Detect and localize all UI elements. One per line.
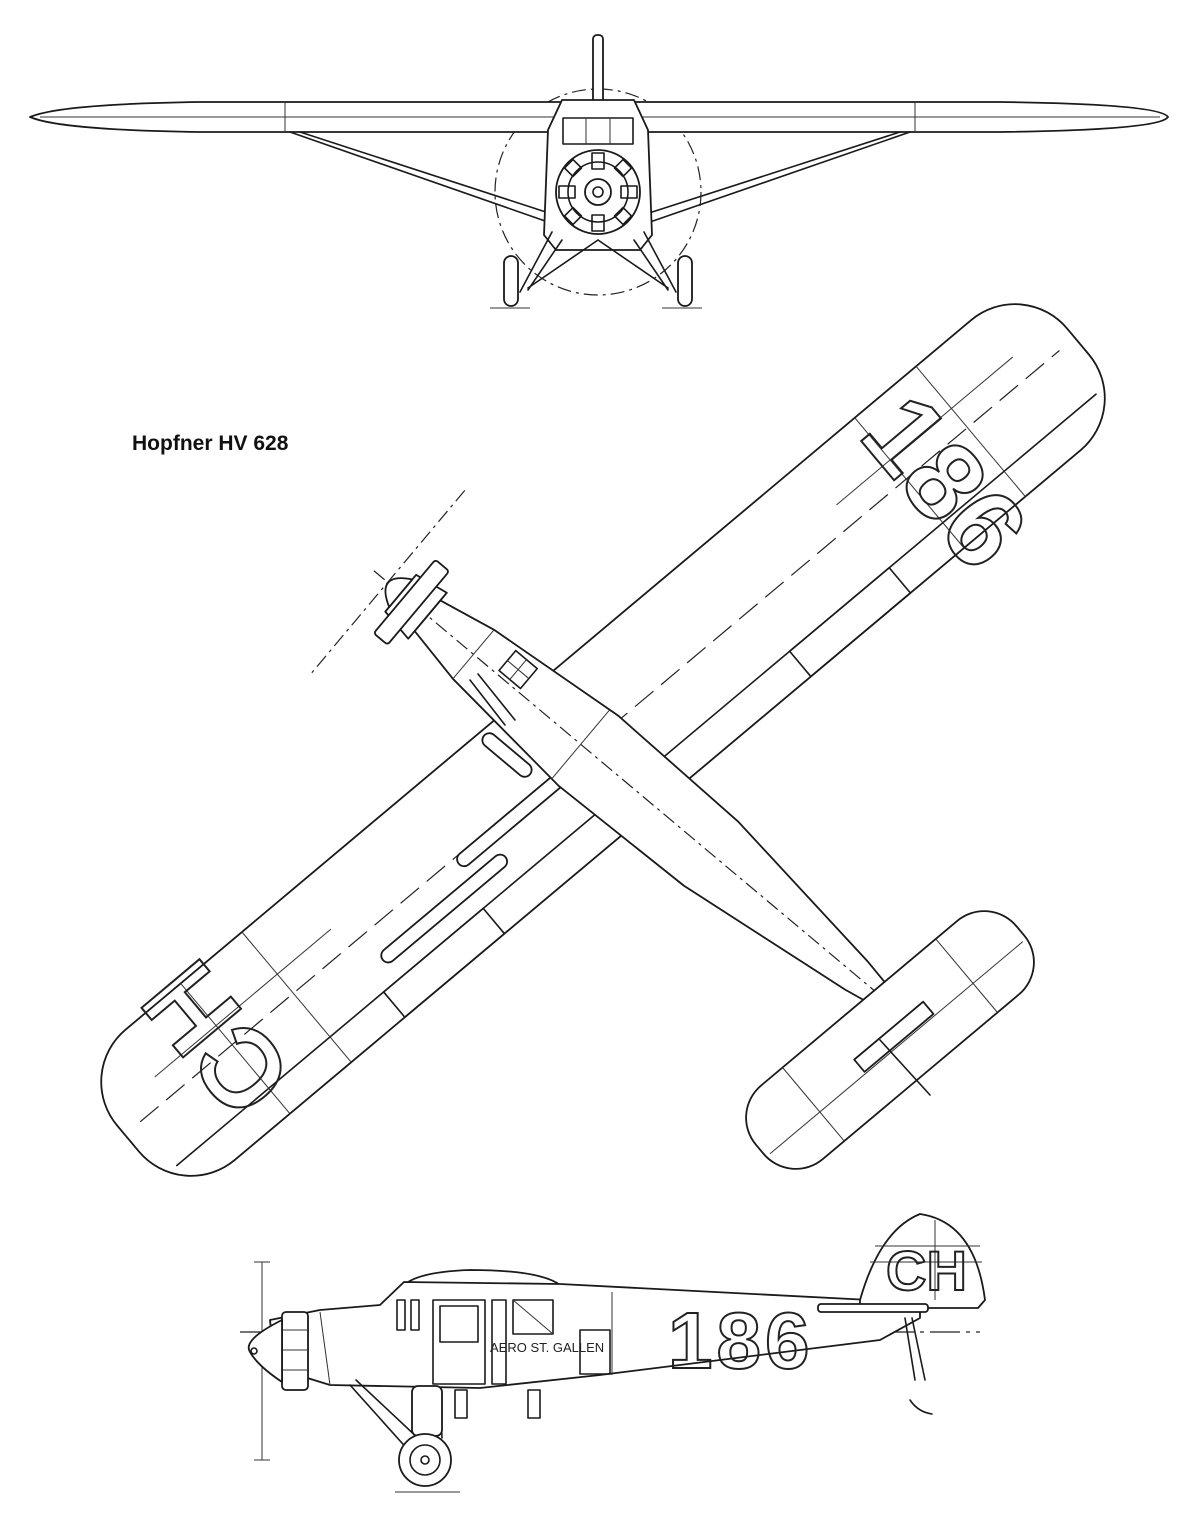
top-fuselage [310,489,919,1028]
front-view [29,34,1169,309]
fin-nationality-mark: CH [886,1239,967,1302]
side-landing-gear [349,1379,443,1453]
front-strut-right [645,131,911,223]
front-fin [592,34,604,106]
radial-engine [555,149,641,235]
top-wing-struts [469,673,516,726]
front-wheel-right [677,255,693,307]
top-view: CH CH 186 [100,303,1106,1177]
top-tailplane [745,910,1035,1170]
propeller-disc [494,88,702,296]
front-wheel-left [503,255,519,307]
top-wheel [481,732,533,778]
side-view: AERO ST. GALLEN 186 CH [240,1213,986,1493]
fuselage-inscription: AERO ST. GALLEN [490,1340,604,1355]
fuselage-registration: 186 [668,1296,813,1385]
drawing-title: Hopfner HV 628 [132,432,289,455]
side-fuselage [269,1281,921,1389]
front-strut-left [289,131,553,223]
side-main-wheel [398,1433,452,1487]
side-engine [247,1311,309,1391]
front-landing-gear [519,231,677,293]
side-door [432,1299,486,1385]
side-fin [859,1213,986,1309]
